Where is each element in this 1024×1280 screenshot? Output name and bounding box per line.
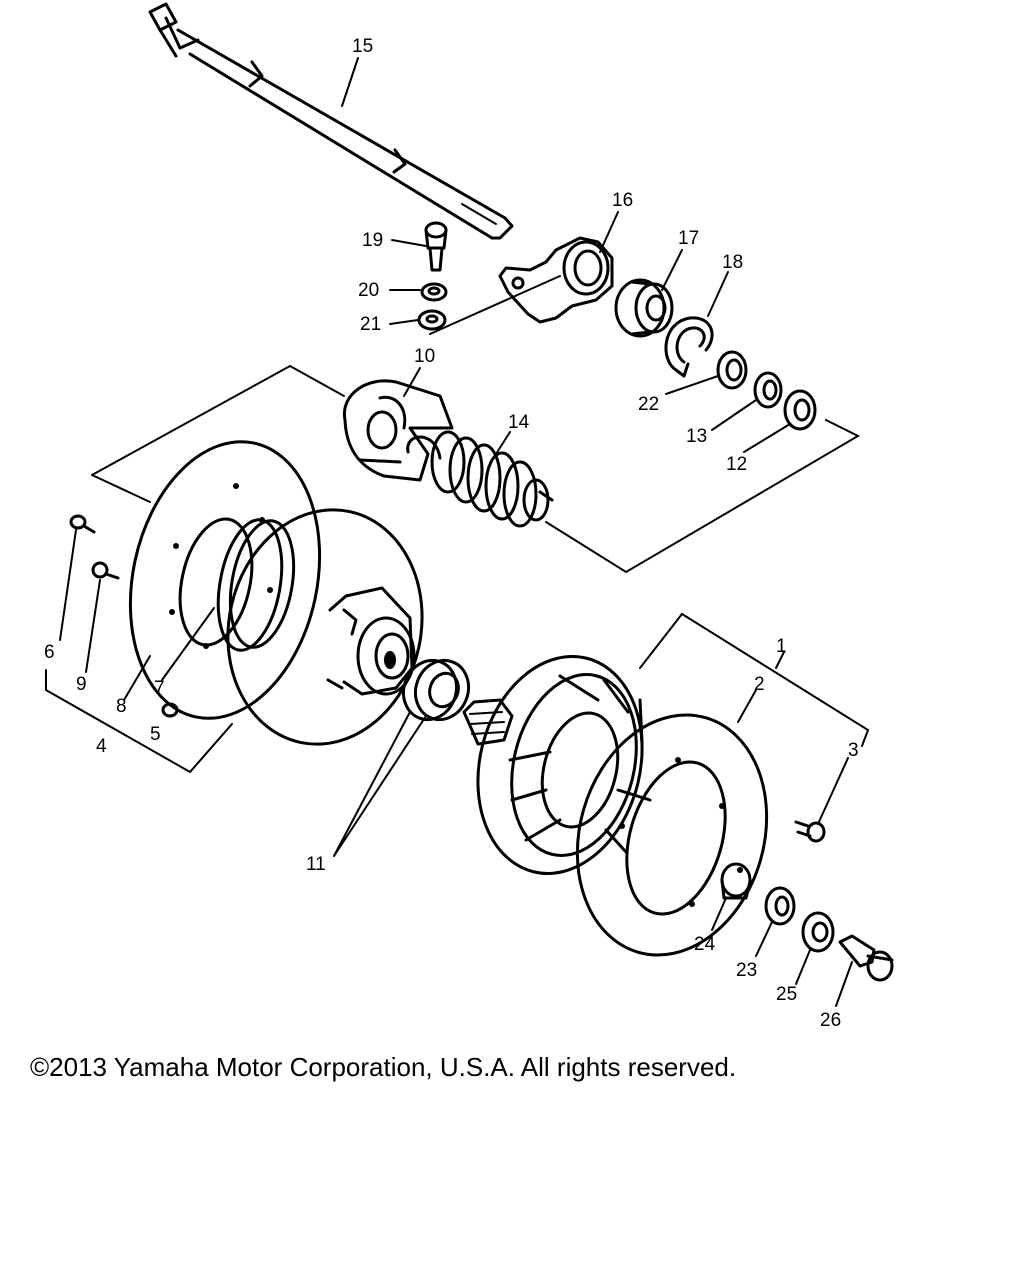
callout-3: 3 [848, 740, 859, 761]
part-26-bolt [838, 934, 894, 982]
copyright-notice: ©2013 Yamaha Motor Corporation, U.S.A. A… [30, 1052, 737, 1082]
part-22-washer [716, 350, 748, 390]
callout-24: 24 [694, 934, 716, 955]
callout-10: 10 [414, 346, 435, 367]
callout-17: 17 [678, 228, 699, 249]
callout-21: 21 [360, 314, 381, 335]
part-23-washer [764, 886, 796, 926]
part-15-shaft [148, 2, 514, 240]
group-outline-upper [91, 364, 861, 574]
part-24-collar [720, 862, 752, 900]
callout-16: 16 [612, 190, 633, 211]
callout-11: 11 [306, 854, 326, 875]
callout-4: 4 [96, 736, 107, 757]
part-21-washer [417, 309, 447, 331]
part-13-washer [753, 371, 783, 409]
callout-18: 18 [722, 252, 743, 273]
callout-23: 23 [736, 960, 757, 981]
callout-22: 22 [638, 394, 659, 415]
part-10-cam [342, 379, 454, 482]
part-9-screw [91, 561, 120, 580]
part-3-bolt [794, 820, 826, 843]
leader-lines [59, 57, 853, 1007]
callout-25: 25 [776, 984, 797, 1005]
callout-labels: 1 2 3 4 5 6 7 8 9 10 11 12 13 14 15 16 1… [44, 36, 859, 1031]
callout-20: 20 [358, 280, 379, 301]
part-16-bearing-housing [429, 236, 614, 335]
part-14-spring [406, 430, 554, 528]
callout-1: 1 [776, 636, 787, 657]
part-25-washer [801, 911, 835, 953]
part-7-ring [216, 518, 296, 652]
callout-8: 8 [116, 696, 127, 717]
exploded-parts-diagram: 1 2 3 4 5 6 7 8 9 10 11 12 13 14 15 16 1… [44, 2, 894, 1031]
callout-2: 2 [754, 674, 765, 695]
part-4-movable-sheave [226, 508, 424, 746]
part-19-bolt [424, 221, 448, 272]
callout-14: 14 [508, 412, 530, 433]
part-6-screw [69, 514, 96, 534]
part-20-washer [420, 282, 448, 302]
part-5-weight [161, 702, 187, 718]
part-11-bushing [402, 658, 470, 722]
part-2-plate [575, 713, 769, 957]
callout-19: 19 [362, 230, 383, 251]
callout-12: 12 [726, 454, 747, 475]
callout-5: 5 [150, 724, 161, 745]
part-12-washer [783, 389, 817, 431]
group-outline-lower [45, 612, 870, 774]
callout-13: 13 [686, 426, 707, 447]
part-18-circlip [664, 316, 714, 378]
part-8-plate [128, 440, 322, 720]
callout-26: 26 [820, 1010, 841, 1031]
callout-7: 7 [154, 678, 165, 699]
callout-6: 6 [44, 642, 55, 663]
part-1-fixed-sheave [462, 655, 652, 875]
callout-15: 15 [352, 36, 373, 57]
part-17-bearing [614, 278, 674, 338]
callout-9: 9 [76, 674, 87, 695]
